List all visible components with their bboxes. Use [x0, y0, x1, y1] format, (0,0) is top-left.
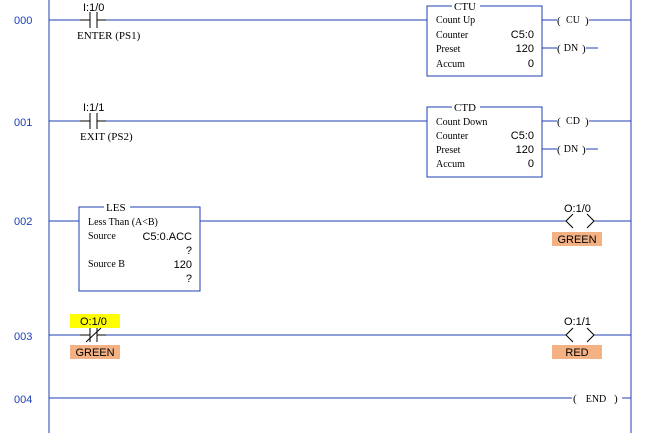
svg-text:): ) [582, 144, 586, 156]
accum-value: 0 [528, 158, 534, 170]
output-label: DN [564, 144, 578, 155]
svg-text:): ) [614, 393, 618, 405]
coil-label: GREEN [557, 234, 596, 246]
block-type: CTD [454, 102, 476, 114]
svg-text:): ) [582, 43, 586, 55]
dn-output-bit[interactable]: ( DN ) [557, 142, 586, 156]
rung-number: 000 [14, 15, 32, 27]
coil-address: O:1/0 [564, 203, 591, 215]
xio-contact[interactable] [80, 327, 106, 343]
counter-label: Counter [436, 30, 469, 41]
source-a-address: C5:0.ACC [142, 231, 192, 243]
ote-coil[interactable] [565, 213, 595, 229]
ctu-instruction-block[interactable]: CTU Count Up Counter C5:0 Preset 120 Acc… [426, 1, 543, 77]
counter-value: C5:0 [511, 29, 534, 41]
source-b-value: 120 [174, 259, 192, 271]
rung-003[interactable]: 003 O:1/0 GREEN O:1/1 RED [14, 314, 631, 359]
rung-000[interactable]: 000 I:1/0 ENTER (PS1) CTU Count Up Count… [14, 1, 631, 77]
ctd-instruction-block[interactable]: CTD Count Down Counter C5:0 Preset 120 A… [426, 102, 543, 178]
coil-address: O:1/1 [564, 316, 591, 328]
preset-label: Preset [436, 145, 461, 156]
rung-001[interactable]: 001 I:1/1 EXIT (PS2) CTD Count Down Coun… [14, 102, 631, 178]
rung-number: 004 [14, 394, 32, 406]
contact-label-highlight [70, 345, 120, 359]
accum-value: 0 [528, 58, 534, 70]
svg-text:(: ( [573, 393, 577, 405]
contact-label: ENTER (PS1) [77, 30, 141, 42]
svg-text:(: ( [557, 43, 561, 55]
svg-text:(: ( [557, 116, 561, 128]
preset-label: Preset [436, 44, 461, 55]
output-label: CD [566, 116, 580, 127]
cu-output-bit[interactable]: ( CU ) [557, 13, 589, 27]
end-instruction[interactable]: ( END ) [572, 391, 622, 405]
contact-label: GREEN [75, 347, 114, 359]
svg-text:): ) [585, 116, 589, 128]
block-type: LES [106, 202, 126, 214]
source-a-value: ? [186, 245, 192, 257]
counter-label: Counter [436, 131, 469, 142]
preset-value: 120 [516, 43, 534, 55]
coil-label-highlight [552, 345, 602, 359]
svg-text:(: ( [557, 15, 561, 27]
contact-address: I:1/0 [83, 2, 104, 14]
rung-number: 002 [14, 216, 32, 228]
accum-label: Accum [436, 59, 465, 70]
cd-output-bit[interactable]: ( CD ) [557, 114, 589, 128]
contact-label: EXIT (PS2) [80, 131, 133, 143]
contact-address: I:1/1 [83, 102, 104, 114]
source-b-label: Source B [88, 259, 125, 270]
block-title: Count Up [436, 15, 475, 26]
block-title: Count Down [436, 117, 487, 128]
rung-number: 001 [14, 117, 32, 129]
xic-contact[interactable] [80, 113, 106, 129]
dn-output-bit[interactable]: ( DN ) [557, 41, 586, 55]
coil-label-highlight [552, 232, 602, 246]
source-b-result: ? [186, 273, 192, 285]
output-label: CU [566, 15, 581, 26]
block-title: Less Than (A<B) [88, 217, 158, 228]
accum-label: Accum [436, 159, 465, 170]
rung-002[interactable]: 002 LES Less Than (A<B) Source C5:0.ACC … [14, 202, 631, 292]
rung-number: 003 [14, 331, 32, 343]
output-label: DN [564, 43, 578, 54]
counter-value: C5:0 [511, 130, 534, 142]
source-a-label: Source [88, 231, 116, 242]
contact-address-highlight [70, 314, 120, 328]
contact-address: O:1/0 [80, 316, 107, 328]
les-instruction-block[interactable]: LES Less Than (A<B) Source C5:0.ACC ? So… [78, 202, 201, 292]
xic-contact[interactable] [80, 12, 106, 28]
block-type: CTU [454, 1, 476, 13]
end-label: END [586, 394, 607, 405]
coil-label: RED [565, 347, 588, 359]
rung-004[interactable]: 004 ( END ) [14, 391, 631, 406]
ote-coil[interactable] [565, 327, 595, 343]
preset-value: 120 [516, 144, 534, 156]
svg-text:): ) [585, 15, 589, 27]
svg-text:(: ( [557, 144, 561, 156]
